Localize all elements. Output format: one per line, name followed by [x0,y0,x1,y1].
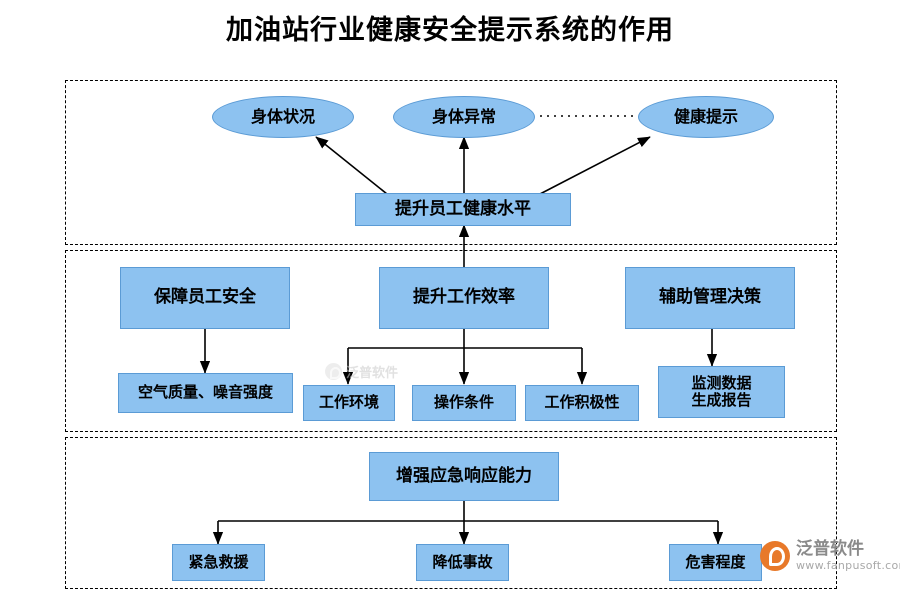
node-operating-conditions[interactable]: 操作条件 [412,385,516,421]
monitor-report-line-1: 监测数据 [691,373,752,392]
node-work-enthusiasm[interactable]: 工作积极性 [525,385,639,421]
node-body-abnormal[interactable]: 身体异常 [393,96,535,138]
page-title: 加油站行业健康安全提示系统的作用 [226,15,674,46]
node-improve-efficiency[interactable]: 提升工作效率 [379,267,549,329]
health-group-box [65,80,837,245]
node-reduce-accidents[interactable]: 降低事故 [416,544,509,581]
monitor-report-line-2: 生成报告 [691,391,752,409]
node-ensure-safety[interactable]: 保障员工安全 [120,267,290,329]
node-work-env[interactable]: 工作环境 [303,385,395,421]
node-improve-health[interactable]: 提升员工健康水平 [355,193,571,226]
node-emergency-capability[interactable]: 增强应急响应能力 [369,452,559,501]
node-assist-decision[interactable]: 辅助管理决策 [625,267,795,329]
node-air-noise[interactable]: 空气质量、噪音强度 [118,373,293,413]
benefit-group-box [65,250,837,432]
node-hazard-degree[interactable]: 危害程度 [669,544,762,581]
emergency-group-box [65,437,837,589]
node-monitor-report[interactable]: 监测数据 生成报告 [658,366,785,418]
node-health-tip[interactable]: 健康提示 [638,96,774,138]
node-emergency-rescue[interactable]: 紧急救援 [172,544,265,581]
node-body-status[interactable]: 身体状况 [212,96,354,138]
